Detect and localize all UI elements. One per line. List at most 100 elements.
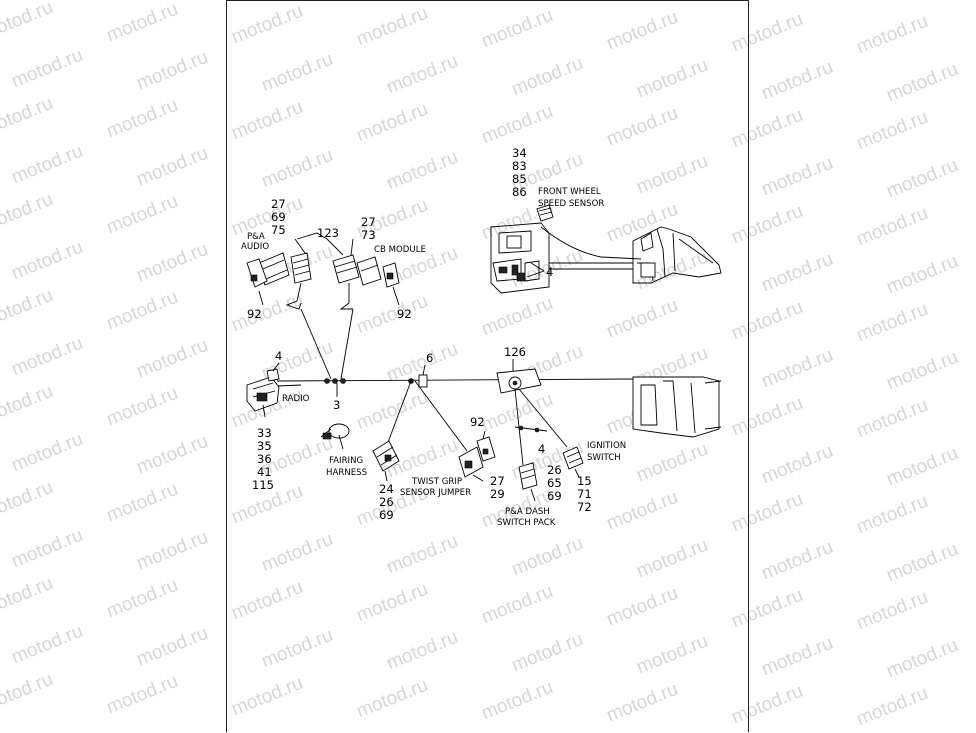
audio-branch-wire [300,308,332,380]
svg-text:27: 27 [361,215,376,229]
main-harness-end-connector [632,376,722,438]
cb-branch-wire [340,308,354,380]
callout-92-left: 92 [247,307,262,321]
label-twist-line2: SENSOR JUMPER [400,488,471,498]
watermark-text: motod.ru [853,202,932,251]
leader-cb [350,238,354,256]
svg-text:85: 85 [512,172,527,186]
svg-text:26: 26 [547,463,562,477]
watermark-text: motod.ru [0,284,57,333]
label-front-wheel-line2: SPEED SENSOR [538,199,604,209]
label-radio: RADIO [282,394,310,404]
svg-text:35: 35 [257,439,272,453]
watermark-text: motod.ru [103,574,182,623]
svg-text:26: 26 [379,495,394,509]
watermark-text: motod.ru [133,46,212,95]
svg-text:36: 36 [257,452,272,466]
callout-front-wheel-parts: 34 83 85 86 [512,146,527,199]
watermark-text: motod.ru [853,298,932,347]
watermark-text: motod.ru [0,380,57,429]
watermark-text: motod.ru [853,394,932,443]
watermark-text: motod.ru [103,0,182,47]
callout-3: 3 [333,398,340,412]
watermark-text: motod.ru [103,670,182,719]
watermark-text: motod.ru [853,106,932,155]
callout-6: 6 [426,351,433,365]
watermark-text: motod.ru [103,286,182,335]
svg-text:65: 65 [547,476,562,490]
ignition-switch-connector [562,446,584,478]
watermark-text: motod.ru [883,346,962,395]
label-twist-line1: TWIST GRIP [411,477,462,487]
label-cb-module: CB MODULE [374,245,426,255]
watermark-text: motod.ru [883,634,962,683]
callout-pa-audio-parts: 27 69 75 [271,197,286,237]
watermark-text: motod.ru [883,250,962,299]
cb-module-plug [332,254,360,310]
radio-connector [246,368,280,418]
label-ignition-line2: SWITCH [587,453,621,463]
fairing-harness-clip [320,423,350,450]
watermark-text: motod.ru [133,430,212,479]
label-fairing-line1: FAIRING [329,456,363,466]
svg-text:86: 86 [512,185,527,199]
fairing-harness-connector [372,440,400,482]
watermark-text: motod.ru [758,248,837,297]
cb-module-connector [356,256,400,288]
svg-text:24: 24 [379,482,394,496]
svg-text:27: 27 [271,197,286,211]
watermark-text: motod.ru [758,344,837,393]
label-pa-audio-line2: AUDIO [241,242,269,252]
watermark-text: motod.ru [883,538,962,587]
radio-lead [276,384,302,387]
watermark-text: motod.ru [758,536,837,585]
watermark-text: motod.ru [8,524,87,573]
watermark-text: motod.ru [758,440,837,489]
watermark-text: motod.ru [0,92,57,141]
watermark-text: motod.ru [0,476,57,525]
label-ignition-line1: IGNITION [587,441,626,451]
watermark-text: motod.ru [0,668,57,717]
wiring-diagram: 34 83 85 86 FRONT WHEEL SPEED SENSOR 4 2… [241,146,722,528]
ignition-branch-wire [518,388,568,448]
watermark-text: motod.ru [758,56,837,105]
callout-123: 123 [317,226,339,240]
watermark-text: motod.ru [758,152,837,201]
label-dash-line1: P&A DASH [505,507,550,517]
watermark-text: motod.ru [853,10,932,59]
callout-fairing-parts: 24 26 69 [379,482,394,522]
callout-ignition-parts: 15 71 72 [577,474,592,514]
svg-text:69: 69 [379,508,394,522]
speed-sensor-harness-connector [632,226,722,284]
leader-92-left [258,290,264,306]
watermark-text: motod.ru [8,428,87,477]
watermark-text: motod.ru [8,332,87,381]
watermark-text: motod.ru [0,0,57,45]
watermark-text: motod.ru [8,140,87,189]
label-fairing-line2: HARNESS [326,468,367,478]
cable-clip-6 [418,364,428,388]
watermark-text: motod.ru [883,154,962,203]
watermark-text: motod.ru [133,238,212,287]
callout-92-right: 92 [397,307,412,321]
svg-text:115: 115 [252,478,274,492]
svg-text:71: 71 [577,487,592,501]
watermark-text: motod.ru [883,58,962,107]
svg-text:41: 41 [257,465,272,479]
label-front-wheel-line1: FRONT WHEEL [538,187,601,197]
callout-4-lower: 4 [538,442,545,456]
watermark-text: motod.ru [0,188,57,237]
leader-92-right [392,286,400,306]
leader-pa-audio [294,238,306,254]
watermark-text: motod.ru [133,142,212,191]
watermark-text: motod.ru [103,478,182,527]
svg-text:15: 15 [577,474,592,488]
callout-126: 126 [504,345,526,359]
svg-text:73: 73 [361,228,376,242]
junction-block-126 [496,359,542,394]
watermark-text: motod.ru [853,490,932,539]
svg-text:69: 69 [271,210,286,224]
svg-text:34: 34 [512,146,527,160]
dash-switch-pack-connector [518,462,538,502]
svg-text:83: 83 [512,159,527,173]
